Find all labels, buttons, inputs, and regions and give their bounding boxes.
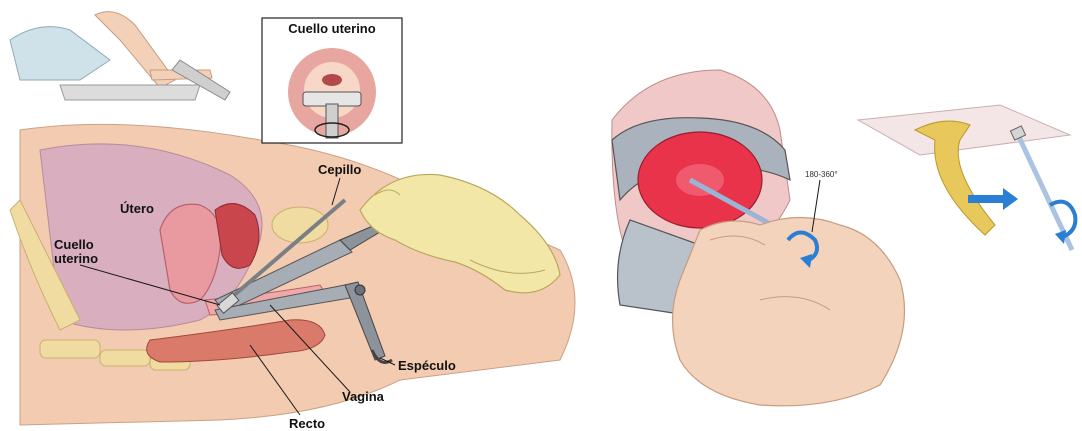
cervix-os xyxy=(676,164,724,196)
label-cuello-line2: uterino xyxy=(54,251,98,266)
label-cepillo: Cepillo xyxy=(318,162,361,177)
glass-slide xyxy=(858,105,1070,235)
label-vagina: Vagina xyxy=(342,389,385,404)
label-utero: Útero xyxy=(120,201,154,216)
label-rotation-angle: 180-360° xyxy=(805,170,838,179)
left-panel-sagittal-view: Cuello uterino Cepillo Útero Cuello uter… xyxy=(10,12,575,431)
hand xyxy=(673,218,905,406)
label-especulo: Espéculo xyxy=(398,358,456,373)
label-recto: Recto xyxy=(289,416,325,431)
patient-on-table-figure xyxy=(10,12,230,100)
label-cuello-line1: Cuello xyxy=(54,237,94,252)
inset-cervix-view: Cuello uterino xyxy=(262,18,402,143)
inset-title: Cuello uterino xyxy=(288,21,375,36)
collection-vial xyxy=(1010,126,1075,250)
right-panel-frontal-view: 180-360° xyxy=(612,70,1076,406)
